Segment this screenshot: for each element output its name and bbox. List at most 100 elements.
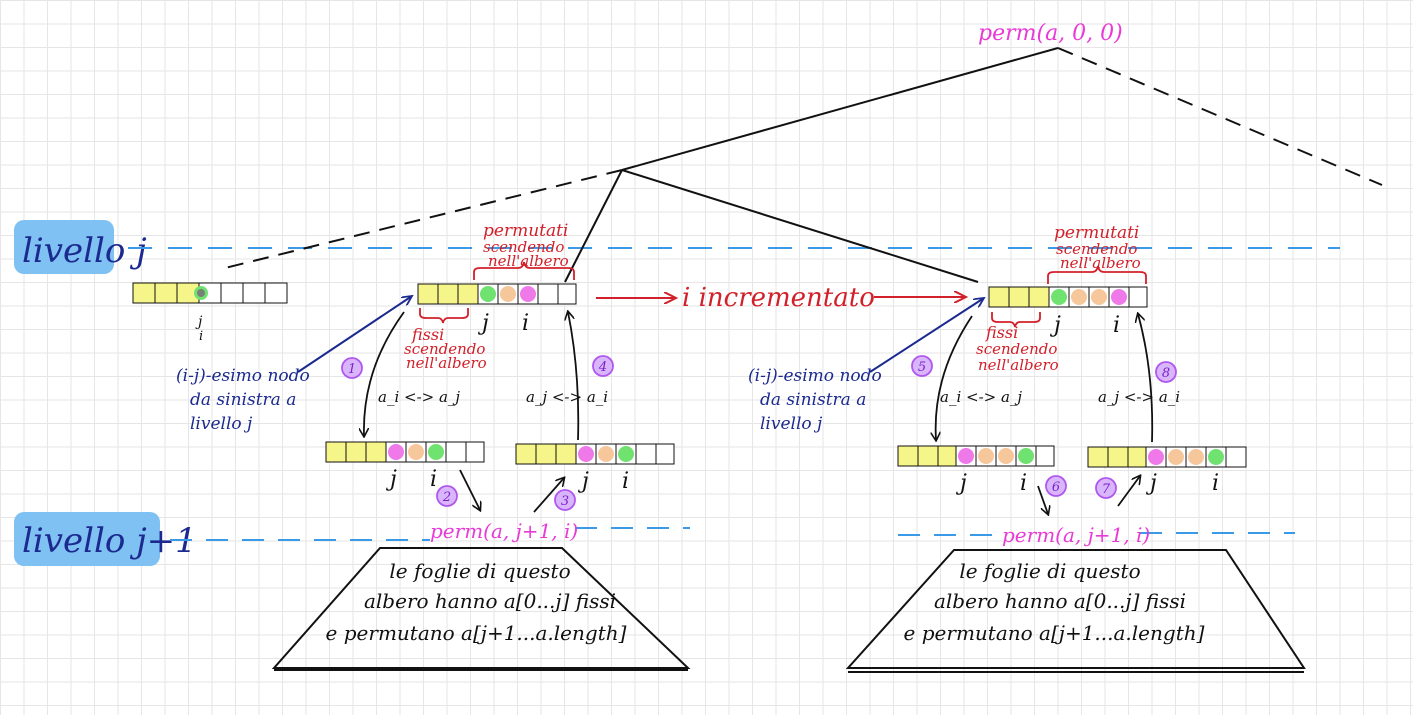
edge-mid-to-right-node bbox=[621, 169, 979, 283]
step-badge-6: 6 bbox=[1045, 475, 1067, 497]
right-fixed-line-2: scendendo bbox=[976, 340, 1057, 358]
root-call-label: perm(a, 0, 0) bbox=[978, 21, 1123, 46]
right-permuted-line-2: scendendo bbox=[1056, 240, 1137, 258]
step-badge-3: 3 bbox=[554, 489, 576, 511]
left-note-arrow bbox=[297, 296, 412, 373]
left-child-2-index-i: i bbox=[622, 469, 629, 494]
left-swap-up-arrow bbox=[568, 312, 580, 441]
left-fixed-line-2: scendendo bbox=[404, 340, 485, 358]
step-badge-8: 8 bbox=[1155, 361, 1177, 383]
left-subtree bbox=[271, 547, 691, 669]
right-parent-index-i: i bbox=[1113, 313, 1120, 338]
step-3-text: 3 bbox=[561, 494, 569, 509]
left-return-arrow bbox=[533, 478, 564, 513]
left-subtree-text: le foglie di questo albero hanno a[0...j… bbox=[326, 559, 627, 645]
step-badge-4: 4 bbox=[592, 355, 614, 377]
array-far-left bbox=[132, 282, 288, 304]
level-j-text: livello j bbox=[22, 231, 147, 271]
step-5-text: 5 bbox=[918, 360, 926, 375]
right-node-note: (i-j)-esimo nodo da sinistra a livello j bbox=[748, 366, 882, 434]
left-subtree-line-2: albero hanno a[0...j] fissi bbox=[364, 589, 616, 613]
right-child-1-index-j: j bbox=[955, 471, 967, 496]
edge-mid-to-left-node bbox=[564, 169, 623, 283]
left-child-1-index-i: i bbox=[430, 467, 437, 492]
left-swap-back-label: a_j <-> a_i bbox=[526, 388, 608, 406]
far-left-index-i: i bbox=[199, 329, 203, 344]
left-fixed-brace bbox=[419, 308, 469, 324]
array-left-parent bbox=[417, 283, 577, 305]
right-subtree-line-1: le foglie di questo bbox=[959, 559, 1140, 583]
right-swap-down-arrow bbox=[936, 315, 973, 440]
right-child-1-index-i: i bbox=[1020, 471, 1027, 496]
left-note-line-1: (i-j)-esimo nodo bbox=[176, 366, 310, 386]
left-parent-index-i: i bbox=[522, 311, 529, 336]
array-right-child-2 bbox=[1087, 446, 1247, 468]
increment-label: i incrementato bbox=[682, 283, 875, 313]
left-fixed-label: fissi scendendo nell'albero bbox=[404, 325, 487, 372]
left-swap-forward-label: a_i <-> a_j bbox=[378, 388, 460, 406]
left-permuted-line-3: nell'albero bbox=[488, 252, 569, 270]
right-subtree bbox=[845, 549, 1306, 669]
step-6-text: 6 bbox=[1052, 480, 1060, 495]
left-permuted-brace bbox=[473, 261, 575, 280]
step-2-text: 2 bbox=[442, 490, 451, 505]
left-descend-arrow bbox=[459, 469, 480, 510]
step-1-text: 1 bbox=[348, 362, 356, 377]
left-subtree-line-3: e permutano a[j+1...a.length] bbox=[326, 621, 627, 645]
level-j1-label: livello j+1 bbox=[14, 512, 197, 566]
array-left-child-2 bbox=[515, 443, 675, 465]
right-subtree-line-2: albero hanno a[0...j] fissi bbox=[934, 589, 1186, 613]
right-swap-back-label: a_j <-> a_i bbox=[1098, 388, 1180, 406]
array-left-child-1 bbox=[325, 441, 485, 463]
right-fixed-line-3: nell'albero bbox=[978, 356, 1059, 374]
step-badge-5: 5 bbox=[911, 355, 933, 377]
left-fixed-line-3: nell'albero bbox=[406, 354, 487, 372]
step-badge-1: 1 bbox=[341, 357, 363, 379]
left-swap-down-arrow bbox=[364, 311, 405, 436]
step-8-text: 8 bbox=[1162, 366, 1170, 381]
far-left-index-j: j bbox=[195, 314, 203, 330]
right-permuted-label: permutati scendendo nell'albero bbox=[1054, 223, 1141, 272]
level-j1-text: livello j+1 bbox=[22, 521, 197, 561]
right-swap-up-arrow bbox=[1138, 314, 1154, 443]
step-badge-7: 7 bbox=[1095, 477, 1117, 499]
right-fixed-label: fissi scendendo nell'albero bbox=[976, 323, 1059, 374]
left-permuted-label: permutati scendendo nell'albero bbox=[483, 221, 569, 270]
array-right-parent bbox=[988, 286, 1148, 308]
left-parent-index-j: j bbox=[477, 311, 489, 336]
left-permuted-line-1: permutati bbox=[483, 221, 568, 241]
edge-root-to-mid bbox=[621, 47, 1059, 171]
left-subtree-line-1: le foglie di questo bbox=[389, 559, 570, 583]
edge-mid-dashed-left bbox=[224, 169, 623, 269]
right-child-call: perm(a, j+1, i) bbox=[1002, 523, 1150, 547]
right-descend-arrow bbox=[1037, 485, 1048, 514]
left-fixed-line-1: fissi bbox=[411, 325, 444, 344]
right-permuted-line-3: nell'albero bbox=[1060, 254, 1141, 272]
level-j-label: livello j bbox=[14, 220, 147, 274]
edge-root-dashed-right bbox=[1057, 47, 1383, 186]
left-node-note: (i-j)-esimo nodo da sinistra a livello j bbox=[176, 366, 310, 434]
right-return-arrow bbox=[1117, 476, 1140, 507]
right-note-line-1: (i-j)-esimo nodo bbox=[748, 366, 882, 386]
step-7-text: 7 bbox=[1102, 482, 1111, 497]
step-4-text: 4 bbox=[598, 360, 607, 375]
left-child-2-index-j: j bbox=[577, 469, 589, 494]
left-child-1-index-j: j bbox=[385, 467, 397, 492]
left-child-call: perm(a, j+1, i) bbox=[430, 519, 578, 543]
right-child-2-index-i: i bbox=[1212, 471, 1219, 496]
right-note-line-2: da sinistra a bbox=[760, 390, 866, 410]
right-permuted-brace bbox=[1047, 265, 1147, 284]
array-right-child-1 bbox=[897, 445, 1055, 467]
step-badge-2: 2 bbox=[436, 485, 458, 507]
right-subtree-text: le foglie di questo albero hanno a[0...j… bbox=[904, 559, 1205, 645]
right-fixed-line-1: fissi bbox=[985, 323, 1018, 342]
right-permuted-line-1: permutati bbox=[1054, 223, 1139, 243]
left-permuted-line-2: scendendo bbox=[483, 238, 564, 256]
left-note-line-2: da sinistra a bbox=[190, 390, 296, 410]
right-parent-index-j: j bbox=[1049, 313, 1061, 338]
right-fixed-brace bbox=[991, 312, 1041, 328]
right-child-2-index-j: j bbox=[1145, 471, 1157, 496]
right-note-arrow bbox=[869, 298, 984, 373]
right-swap-forward-label: a_i <-> a_j bbox=[940, 388, 1022, 406]
